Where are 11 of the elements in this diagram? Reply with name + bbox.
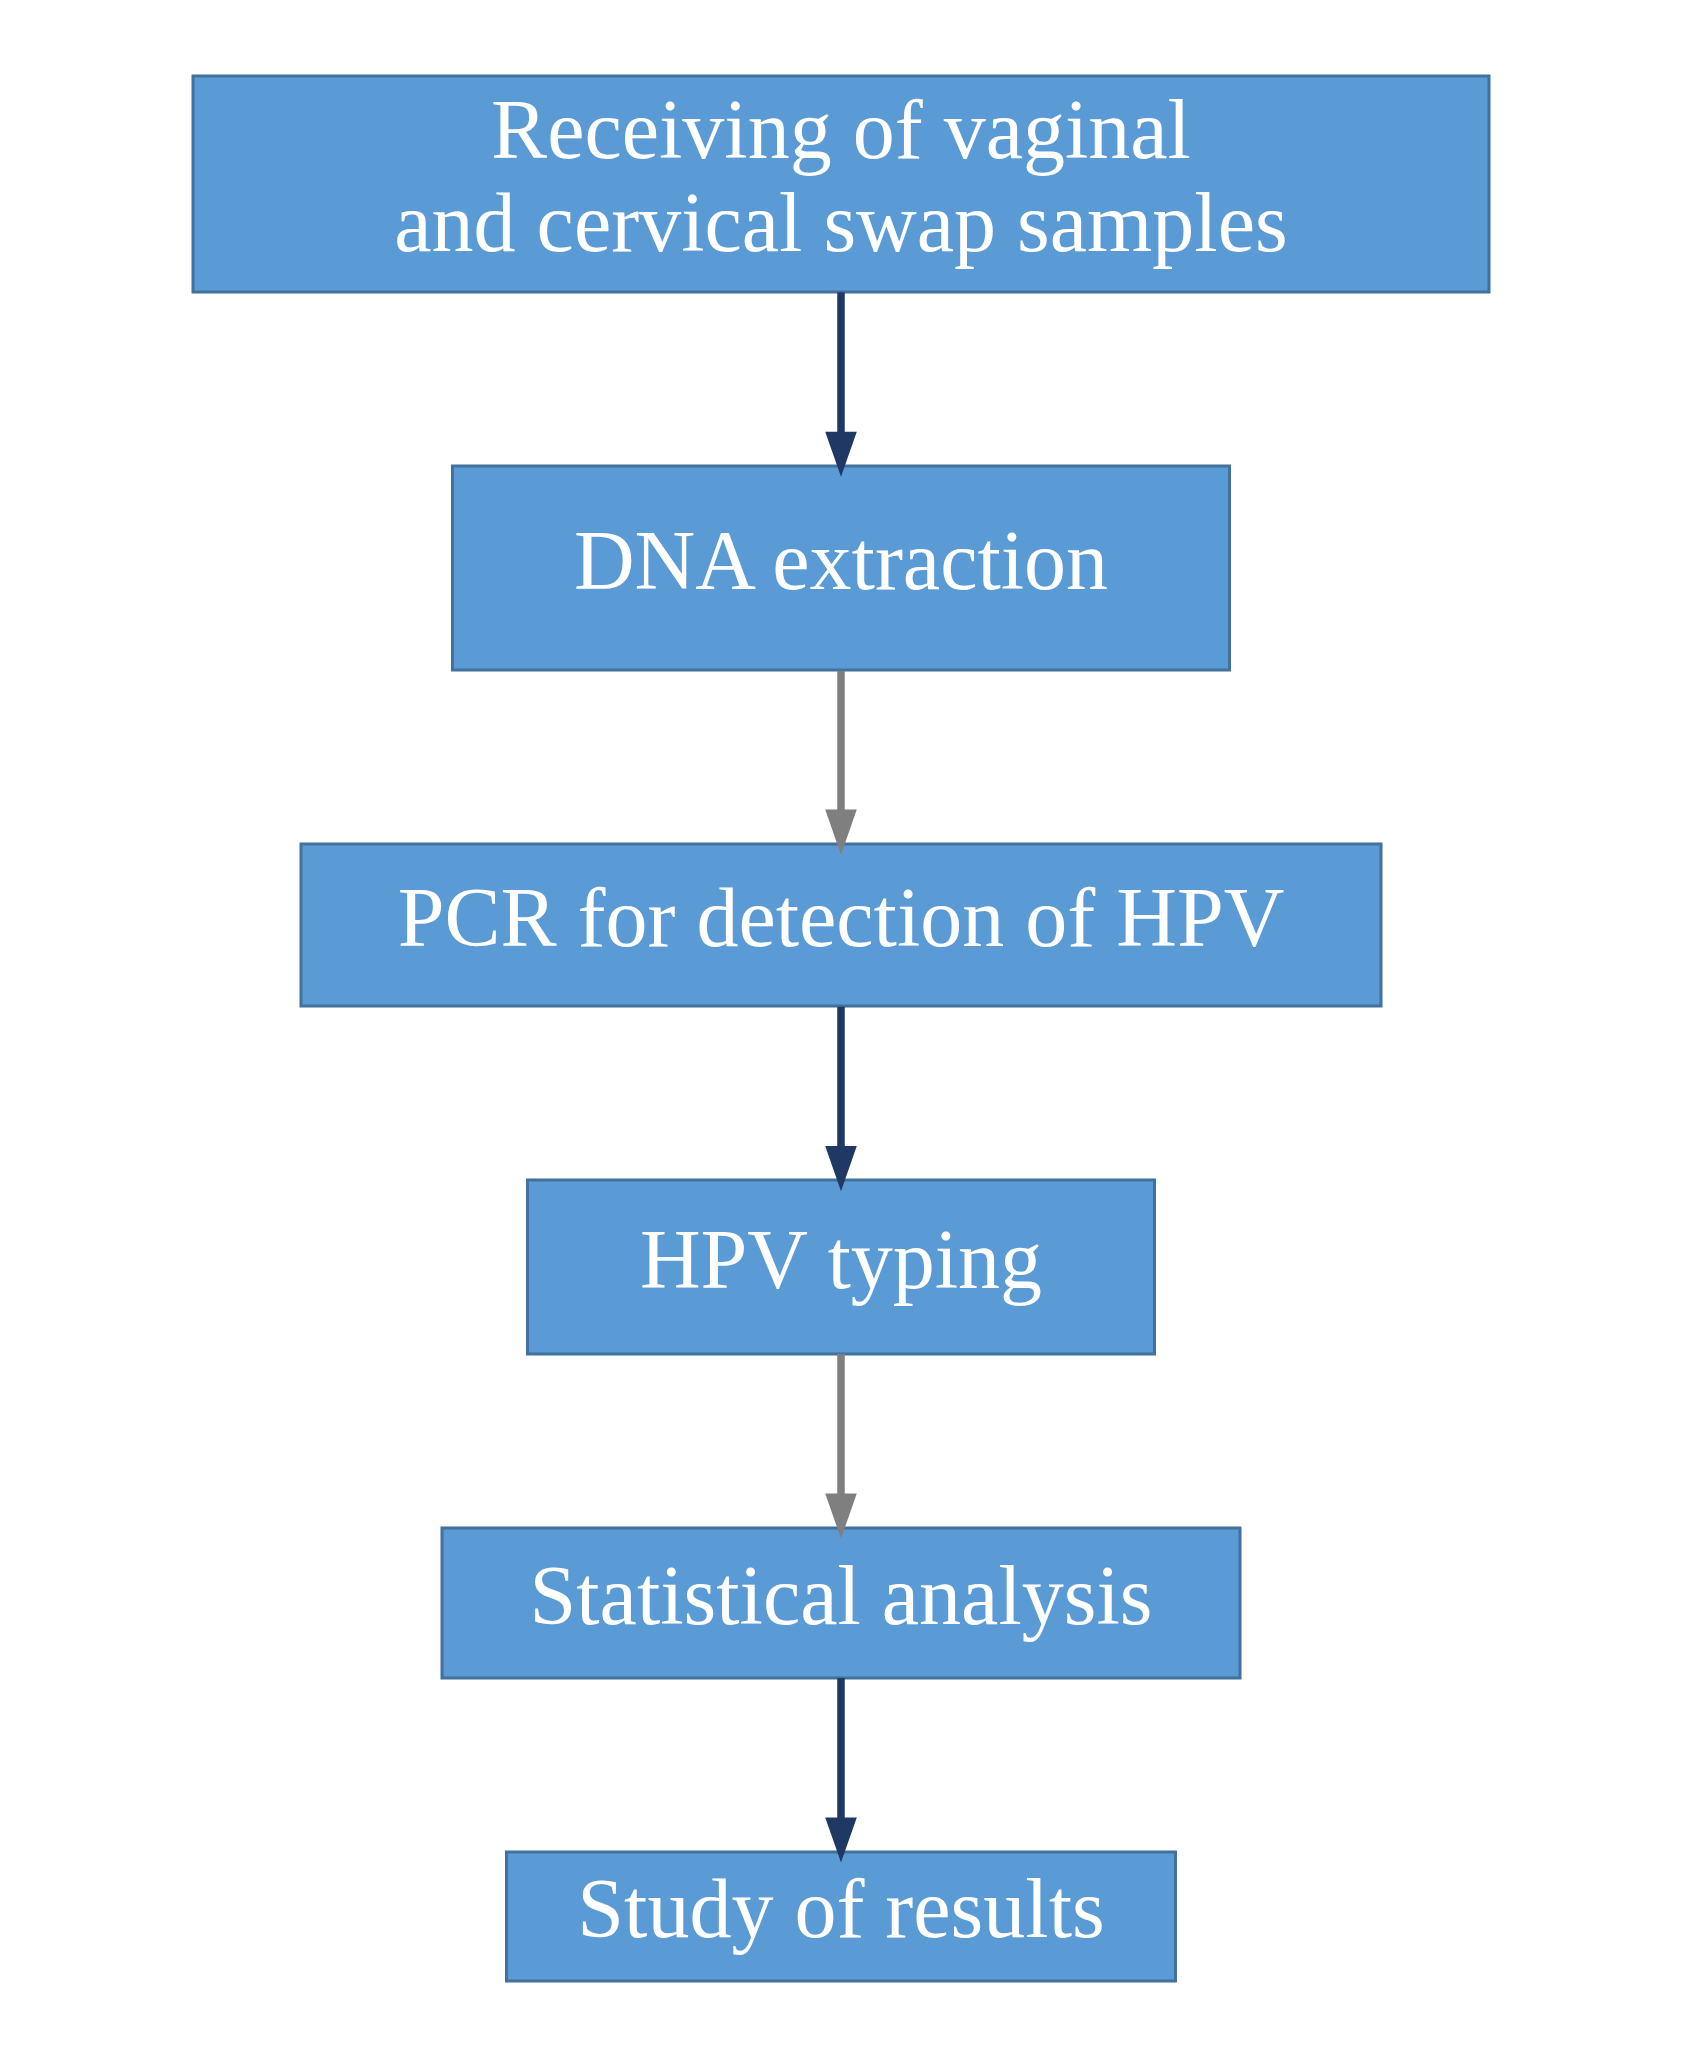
arrow xyxy=(825,1006,857,1191)
node-box: Study of results xyxy=(505,1850,1177,1982)
arrow xyxy=(825,1677,857,1863)
node-box: HPV typing xyxy=(526,1178,1156,1355)
arrow xyxy=(825,291,857,477)
node-box: Statistical analysis xyxy=(440,1526,1242,1679)
node-box: PCR for detection of HPV xyxy=(299,842,1383,1007)
arrow xyxy=(825,670,857,855)
node-box: Receiving of vaginal and cervical swap samples xyxy=(191,74,1491,293)
node-box: DNA extraction xyxy=(451,464,1231,671)
arrow xyxy=(825,1353,857,1539)
